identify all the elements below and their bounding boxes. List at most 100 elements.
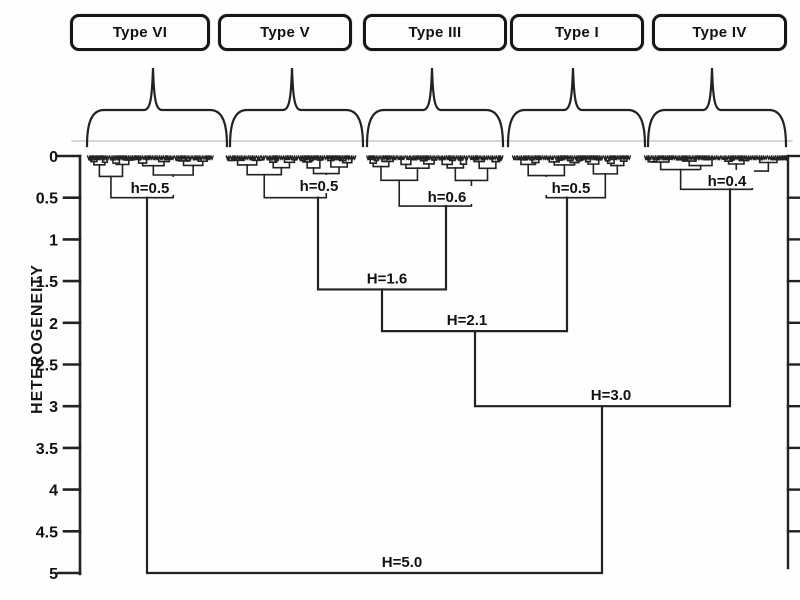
leaf-glyph (183, 154, 189, 161)
leaf-glyph (169, 154, 175, 161)
leaf-glyph (483, 154, 490, 161)
cluster-brace (85, 67, 229, 148)
tree-merge (454, 167, 489, 182)
major-merge-line (473, 188, 732, 408)
cluster-height-label-bg (544, 177, 598, 195)
leaf-glyph (498, 154, 504, 161)
leaf-glyph (747, 154, 754, 161)
leaf-glyph (255, 154, 262, 161)
leaf-glyph (297, 154, 304, 161)
tree-merge (155, 157, 163, 160)
y-tick-label: 1 (49, 232, 58, 249)
merge-height-label-bg (360, 267, 414, 286)
leaf-glyph (433, 154, 439, 161)
leaf-glyph (375, 154, 381, 161)
leaf-glyph (516, 154, 523, 161)
leaf-glyph (569, 154, 576, 161)
leaf-glyph (371, 154, 378, 161)
merge-height-label: H=5.0 (382, 554, 422, 571)
y-tick-label: 1.5 (36, 274, 58, 291)
tree-merge (545, 157, 554, 161)
leaf-glyph (187, 154, 193, 161)
merge-height-label: H=3.0 (591, 387, 631, 404)
y-tick-label: 4 (49, 483, 58, 500)
merge-height-label: H=2.1 (447, 312, 487, 329)
leaf-glyph (520, 154, 527, 161)
leaf-glyph (455, 154, 462, 161)
cluster-brace (646, 67, 788, 148)
type-label-box-i: Type I (510, 14, 644, 51)
type-label-box-vi: Type VI (70, 14, 210, 51)
tree-merge (98, 163, 124, 178)
merge-height-label-bg (375, 551, 429, 569)
cluster-height-label-bg (420, 186, 474, 204)
leaf-glyph (293, 154, 300, 161)
leaf-glyph (448, 154, 454, 161)
tree-merge (152, 164, 194, 176)
leaf-glyph (127, 154, 134, 161)
type-label-box-iv: Type IV (652, 14, 787, 51)
cluster-height-label: h=0.4 (708, 173, 747, 190)
merge-height-label-bg (584, 384, 638, 403)
cluster-height-label: h=0.5 (552, 180, 591, 197)
leaf-glyph (173, 154, 180, 161)
tree-merge (330, 159, 349, 168)
leaf-glyph (647, 154, 653, 161)
leaf-glyph (251, 154, 258, 161)
y-tick-label: 2.5 (36, 358, 58, 375)
y-tick-label: 3.5 (36, 441, 58, 458)
leaf-glyph (429, 154, 435, 161)
cluster-height-label-bg (292, 175, 346, 193)
leaf-glyph (602, 154, 609, 161)
leaf-glyph (400, 154, 406, 161)
y-tick-label: 3 (49, 399, 58, 416)
leaf-glyph (452, 154, 458, 161)
cluster-brace (228, 67, 365, 148)
leaf-glyph (315, 154, 322, 161)
leaf-glyph (553, 154, 560, 161)
type-label-i: Type I (554, 24, 600, 41)
cluster-brace (506, 67, 647, 148)
leaf-glyph (165, 154, 171, 161)
leaf-glyph (537, 154, 544, 161)
leaf-glyph (511, 154, 518, 161)
type-label-vi: Type VI (112, 24, 168, 41)
tree-merge (478, 160, 497, 170)
leaf-glyph (650, 154, 657, 161)
leaf-glyph (459, 154, 466, 161)
type-label-v: Type V (260, 24, 310, 41)
leaf-glyph (141, 154, 147, 161)
leaf-glyph (643, 154, 650, 161)
leaf-glyph (225, 154, 232, 161)
cluster-height-label: h=0.5 (300, 178, 339, 195)
leaf-glyph (247, 154, 254, 161)
tree-merge (527, 163, 566, 177)
leaf-glyph (275, 154, 281, 161)
cluster-height-label-bg (700, 170, 754, 188)
leaf-glyph (468, 154, 475, 161)
leaf-glyph (319, 154, 326, 161)
cluster-height-label-bg (123, 177, 177, 195)
y-tick-label: 0 (49, 149, 58, 166)
leaf-glyph (104, 154, 111, 161)
cluster-height-label: h=0.6 (428, 189, 467, 206)
leaf-glyph (404, 154, 411, 161)
y-tick-label: 4.5 (36, 524, 58, 541)
leaf-glyph (598, 154, 604, 161)
leaf-glyph (743, 154, 750, 161)
type-label-iii: Type III (408, 24, 462, 41)
cluster-height-label: h=0.5 (131, 180, 170, 197)
type-label-iv: Type IV (692, 24, 747, 41)
y-tick-label: 0.5 (36, 191, 58, 208)
leaf-glyph (661, 154, 667, 161)
tree-merge (246, 164, 283, 176)
leaf-glyph (409, 154, 415, 161)
major-merge-line (145, 196, 604, 575)
leaf-glyph (289, 154, 296, 161)
leaf-glyph (730, 154, 737, 161)
tree-merge (706, 157, 718, 161)
leaf-glyph (527, 154, 533, 161)
merge-height-label-bg (440, 309, 494, 328)
leaf-glyph (396, 154, 402, 161)
